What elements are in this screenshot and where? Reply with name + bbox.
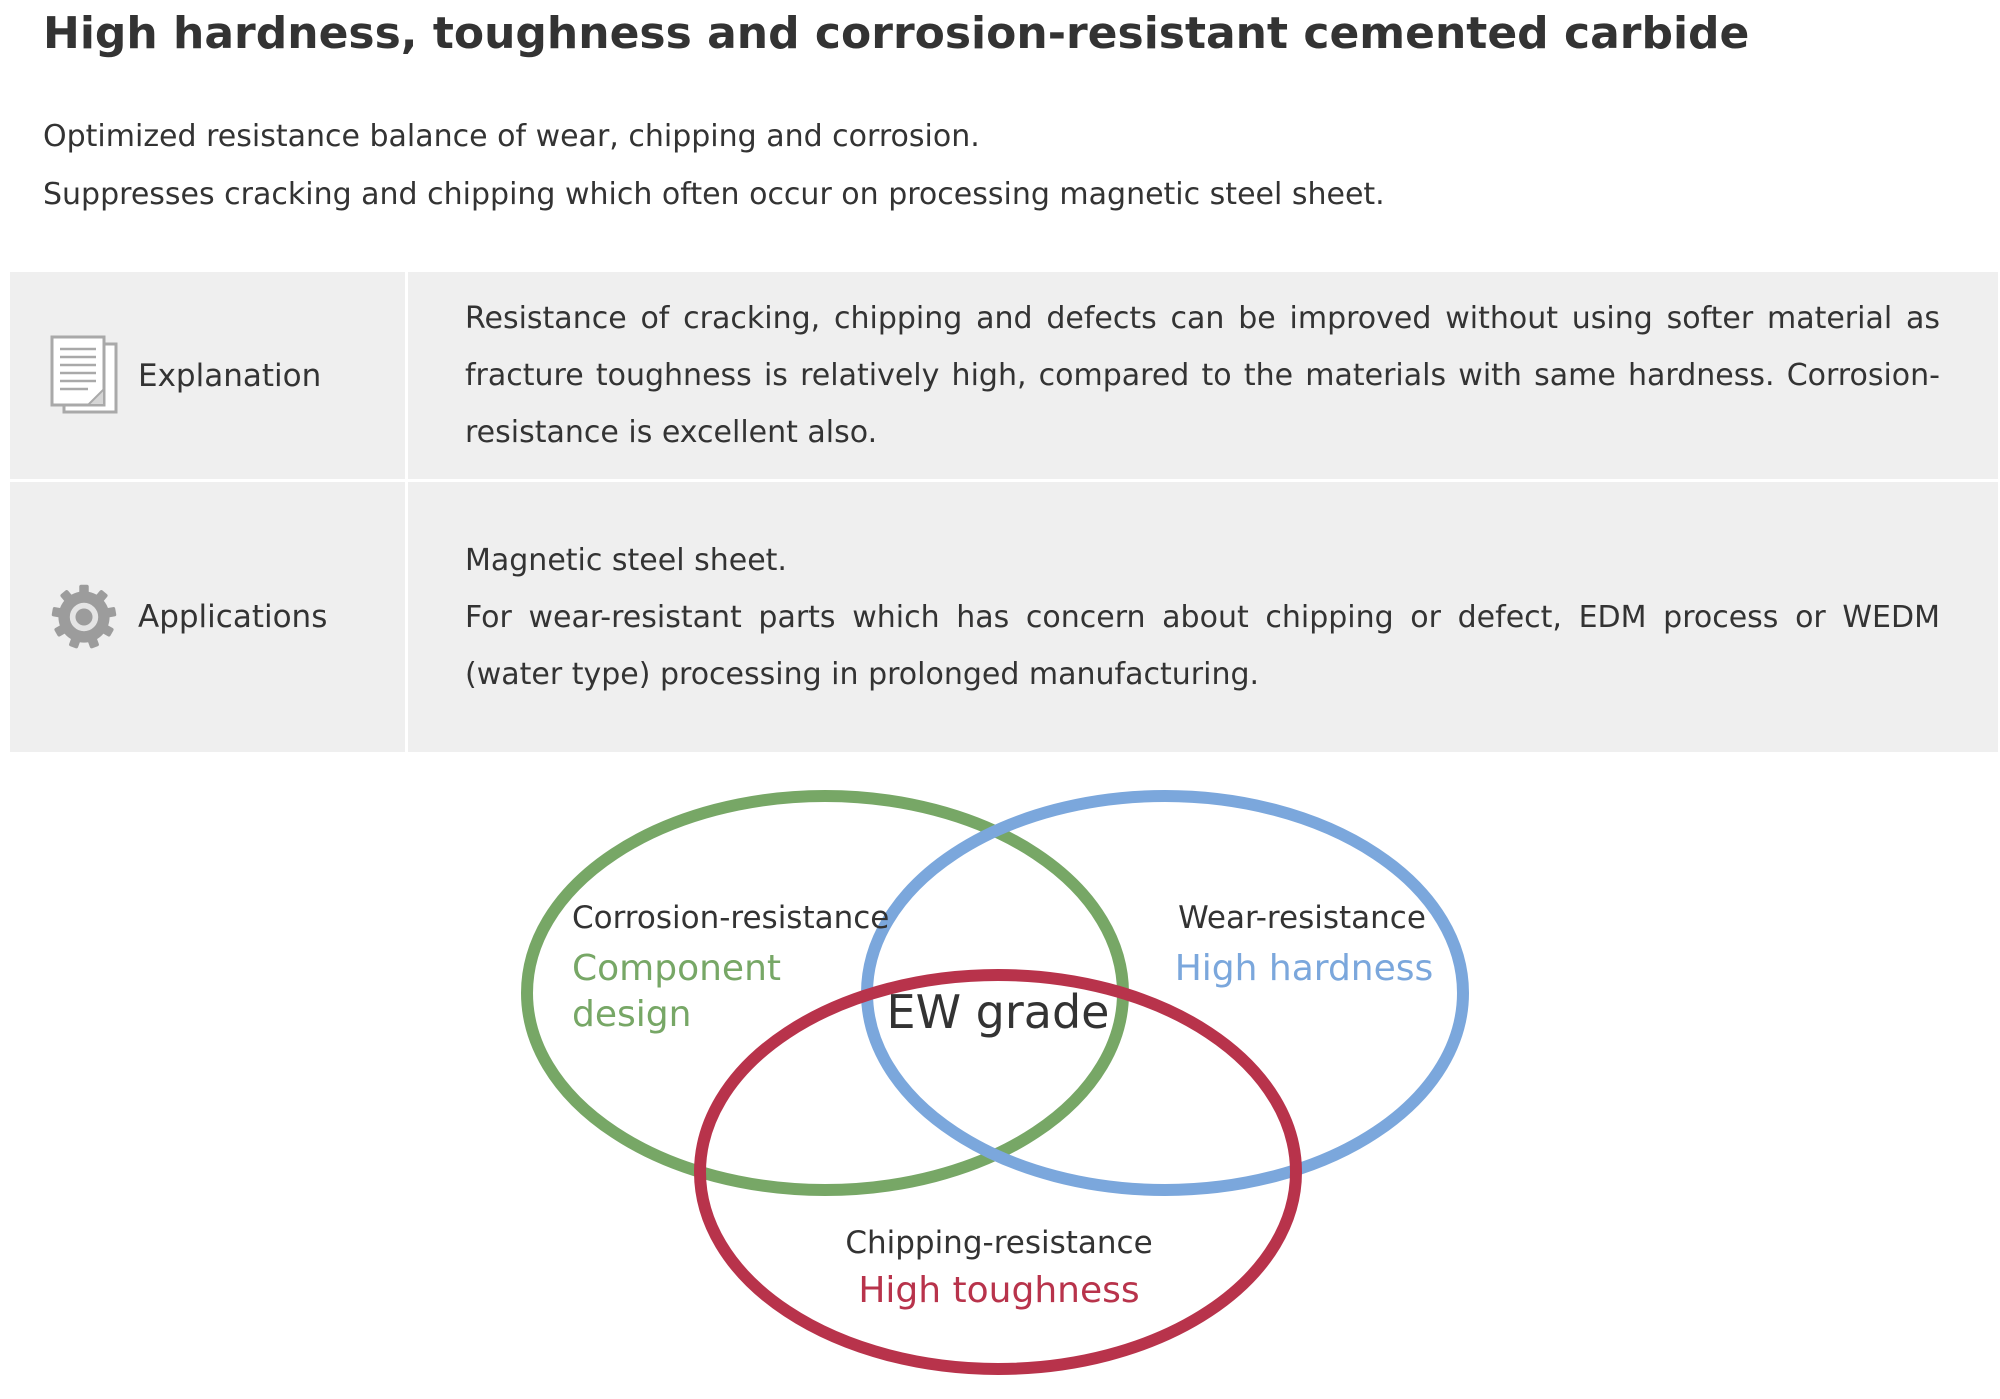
- intro-line-2: Suppresses cracking and chipping which o…: [43, 177, 1385, 212]
- applications-line-1: Magnetic steel sheet.: [465, 542, 787, 578]
- corrosion-title: Corrosion-resistance: [572, 900, 889, 936]
- value-cell-applications: Magnetic steel sheet. For wear-resistant…: [408, 482, 1998, 752]
- wear-title: Wear-resistance: [1178, 900, 1426, 936]
- gear-icon: [48, 575, 120, 659]
- chipping-title: Chipping-resistance: [845, 1225, 1152, 1261]
- venn-diagram: Corrosion-resistance Component design We…: [521, 790, 1469, 1375]
- value-cell-explanation: Resistance of cracking, chipping and def…: [408, 272, 1998, 479]
- label-applications: Applications: [138, 599, 328, 635]
- explanation-text: Resistance of cracking, chipping and def…: [465, 301, 1940, 450]
- chipping-line-1: High toughness: [858, 1270, 1139, 1311]
- intro-line-1: Optimized resistance balance of wear, ch…: [43, 119, 980, 154]
- wear-line-1: High hardness: [1175, 948, 1434, 989]
- center-label: EW grade: [887, 985, 1110, 1039]
- corrosion-line-1: Component: [572, 948, 781, 989]
- page-title: High hardness, toughness and corrosion-r…: [43, 8, 1750, 59]
- corrosion-line-2: design: [572, 994, 691, 1035]
- table-row-explanation: Explanation Resistance of cracking, chip…: [10, 272, 1998, 479]
- applications-line-2: For wear-resistant parts which has conce…: [465, 599, 1940, 692]
- intro-text: Optimized resistance balance of wear, ch…: [43, 108, 1385, 224]
- label-cell-applications: Applications: [10, 482, 408, 752]
- chipping-circle: [694, 969, 1302, 1375]
- document-icon: [48, 334, 120, 418]
- table-row-applications: Applications Magnetic steel sheet. For w…: [10, 479, 1998, 752]
- label-explanation: Explanation: [138, 357, 322, 394]
- info-table: Explanation Resistance of cracking, chip…: [10, 272, 1998, 752]
- label-cell-explanation: Explanation: [10, 272, 408, 479]
